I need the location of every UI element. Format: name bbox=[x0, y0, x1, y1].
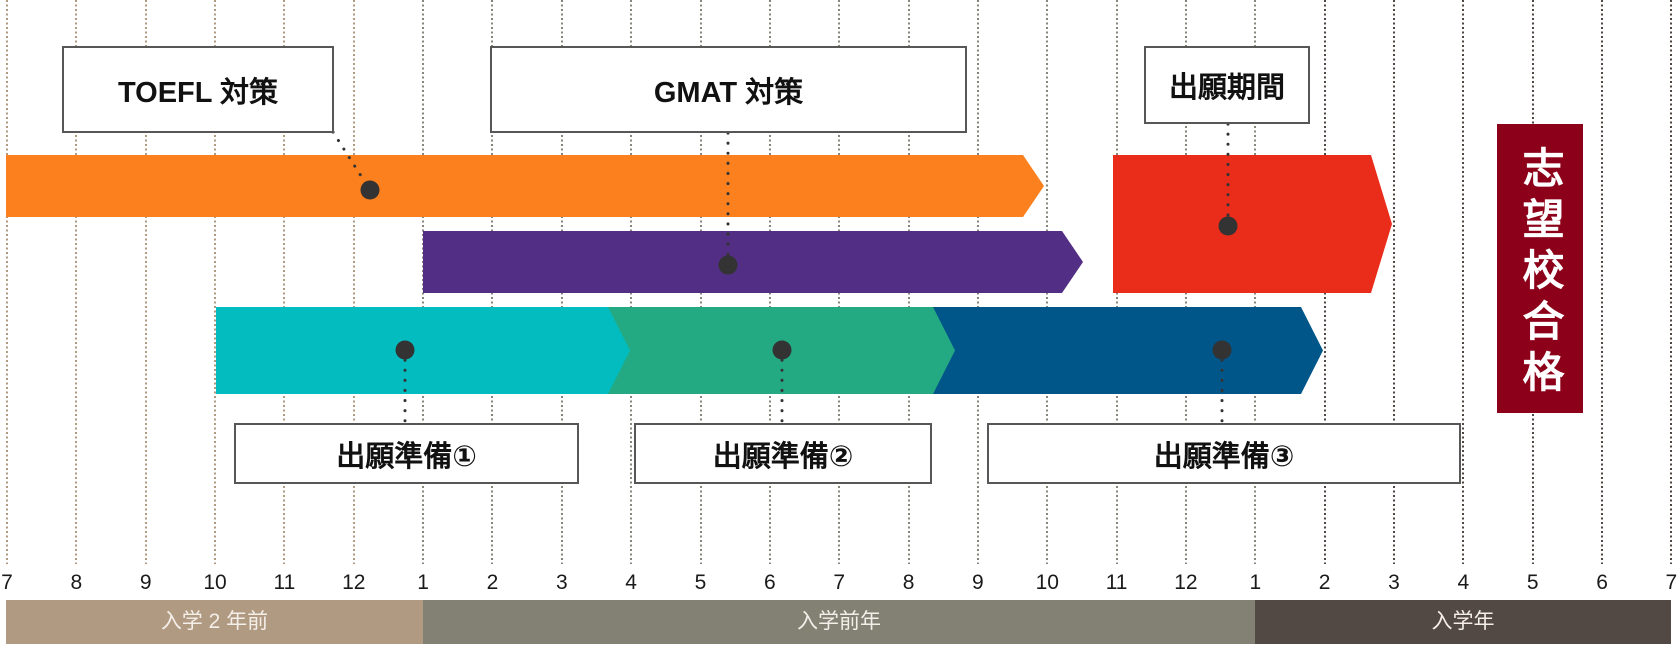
month-tick-label: 7 bbox=[1, 571, 13, 594]
gridline bbox=[6, 0, 8, 564]
gmat-marker-dot bbox=[718, 255, 738, 275]
prep3-marker-dot bbox=[1212, 340, 1232, 360]
month-tick-label: 12 bbox=[342, 571, 366, 594]
period-label-year-before: 入学前年 bbox=[797, 610, 881, 633]
application-period-bar bbox=[1113, 155, 1392, 293]
goal-box: 志望校合格 bbox=[1497, 124, 1583, 413]
month-tick-label: 6 bbox=[764, 571, 776, 594]
toefl-bar bbox=[6, 155, 1044, 217]
toefl-marker-dot bbox=[360, 180, 380, 200]
toefl-label: TOEFL 対策 bbox=[117, 76, 279, 109]
gmat-label-box: GMAT 対策 bbox=[490, 46, 967, 133]
prep1-label-box: 出願準備① bbox=[234, 423, 579, 484]
prep1-label: 出願準備① bbox=[336, 440, 477, 473]
month-tick-label: 2 bbox=[486, 571, 499, 594]
month-tick-label: 5 bbox=[1526, 571, 1539, 594]
toefl-label-box: TOEFL 対策 bbox=[62, 46, 334, 133]
prep3-label-box: 出願準備③ bbox=[987, 423, 1461, 484]
period-band-two-years-before bbox=[6, 600, 423, 644]
gridline bbox=[144, 0, 147, 564]
month-tick-label: 7 bbox=[1665, 571, 1678, 594]
prep2-marker-dot bbox=[772, 340, 792, 360]
gridline bbox=[214, 0, 217, 564]
prep2-label: 出願準備② bbox=[712, 440, 854, 473]
month-tick-label: 10 bbox=[1035, 571, 1059, 594]
month-tick-label: 12 bbox=[1174, 571, 1198, 594]
goal-box-background bbox=[1497, 124, 1583, 413]
prep3-bar bbox=[933, 307, 1323, 394]
gridline bbox=[1601, 0, 1604, 564]
gmat-bar bbox=[423, 231, 1083, 293]
gridline bbox=[352, 0, 355, 564]
gridline bbox=[1670, 0, 1673, 564]
gridline bbox=[1462, 0, 1465, 564]
month-tick-label: 4 bbox=[1457, 571, 1470, 594]
month-tick-label: 4 bbox=[625, 571, 637, 594]
gmat-label: GMAT 対策 bbox=[653, 76, 804, 109]
period-band-admission-year bbox=[1255, 600, 1671, 644]
period-band-year-before bbox=[423, 600, 1255, 644]
gridline bbox=[1393, 0, 1395, 564]
month-tick-label: 3 bbox=[1388, 571, 1400, 594]
month-tick-label: 6 bbox=[1596, 571, 1608, 594]
month-tick-label: 3 bbox=[555, 571, 568, 594]
month-tick-label: 8 bbox=[70, 571, 83, 594]
application-period-marker-dot bbox=[1218, 216, 1238, 236]
prep3-label: 出願準備③ bbox=[1153, 440, 1295, 473]
month-tick-label: 7 bbox=[833, 571, 846, 594]
month-tick-label: 2 bbox=[1318, 571, 1331, 594]
prep2-label-box: 出願準備② bbox=[634, 423, 932, 484]
month-tick-label: 8 bbox=[902, 571, 915, 594]
application-period-label-box: 出願期間 bbox=[1144, 46, 1310, 124]
period-label-two-years-before: 入学 2 年前 bbox=[160, 610, 269, 633]
gridline bbox=[283, 0, 286, 564]
prep1-marker-dot bbox=[395, 340, 415, 360]
period-label-admission-year: 入学年 bbox=[1431, 610, 1495, 633]
month-tick-label: 1 bbox=[1249, 571, 1262, 594]
month-tick-label: 11 bbox=[273, 571, 296, 594]
month-tick-label: 1 bbox=[417, 571, 429, 594]
month-tick-label: 11 bbox=[1105, 571, 1128, 594]
month-tick-label: 5 bbox=[694, 571, 707, 594]
prep1-bar bbox=[216, 307, 630, 394]
month-tick-label: 9 bbox=[139, 571, 152, 594]
goal-label: 志望校合格 bbox=[1517, 145, 1564, 401]
month-tick-label: 9 bbox=[972, 571, 984, 594]
month-tick-label: 10 bbox=[203, 571, 227, 594]
toefl-connector bbox=[331, 130, 372, 192]
application-period-label: 出願期間 bbox=[1168, 72, 1285, 104]
gridline bbox=[75, 0, 78, 564]
